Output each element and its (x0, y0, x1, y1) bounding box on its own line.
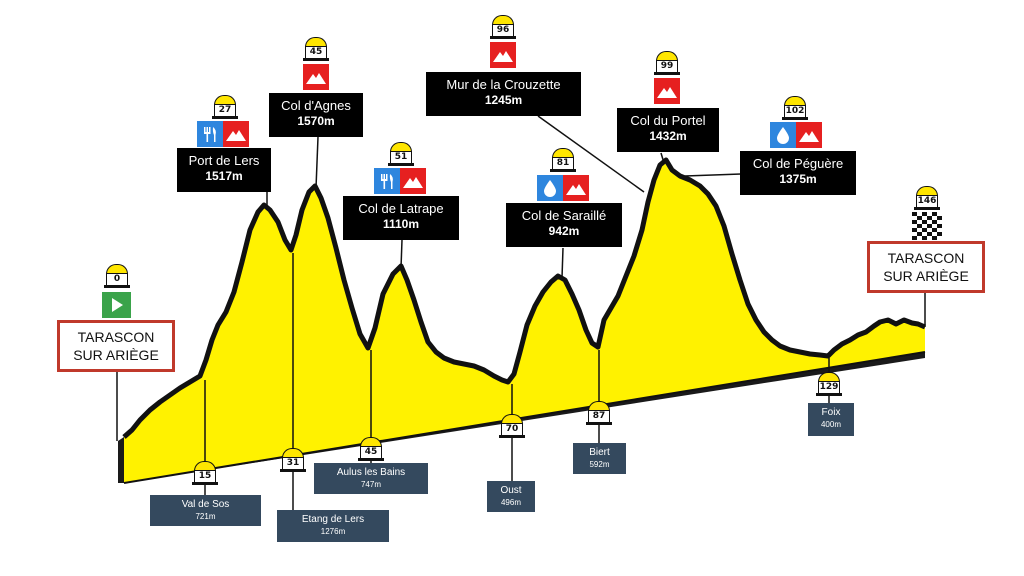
town-elevation: 592m (589, 460, 610, 469)
town-label-oust: Oust 496m (487, 481, 535, 512)
km-marker-col-de-peguere: 102 (782, 96, 808, 120)
start-town-line2: SUR ARIÈGE (73, 347, 159, 363)
km-marker-finish: 146 (914, 186, 940, 210)
town-elevation: 747m (360, 480, 381, 489)
climb-name: Col de Saraillé (521, 208, 607, 223)
km-marker-biert: 87 (586, 401, 612, 425)
climb-elevation: 1375m (779, 172, 817, 186)
km-marker-oust: 70 (499, 414, 525, 438)
climb-elevation: 1432m (649, 129, 687, 143)
climb-elevation: 942m (548, 224, 580, 238)
fork-knife-icon (197, 121, 223, 147)
town-name: Val de Sos (181, 499, 230, 510)
town-label-foix: Foix 400m (808, 403, 854, 436)
climb-elevation: 1245m (484, 93, 523, 107)
checkered-flag-icon (912, 212, 942, 240)
water-drop-icon (537, 175, 563, 201)
climb-name: Mur de la Crouzette (446, 77, 561, 92)
climb-label-col-du-portel: Col du Portel 1432m (617, 108, 719, 152)
km-marker-value: 45 (360, 446, 382, 459)
climb-elevation: 1517m (205, 169, 243, 183)
town-elevation: 721m (195, 512, 216, 521)
climb-name: Col du Portel (630, 113, 706, 128)
leader-col-du-portel (660, 152, 665, 164)
climb-label-col-de-peguere: Col de Péguère 1375m (740, 151, 856, 195)
town-label-val-de-sos: Val de Sos 721m (150, 495, 261, 526)
climb-name: Port de Lers (188, 153, 260, 168)
start-town-line1: TARASCON (77, 329, 155, 345)
climb-name: Col de Péguère (752, 156, 844, 171)
town-label-aulus-les-bains: Aulus les Bains 747m (314, 463, 428, 494)
play-icon (102, 292, 131, 318)
km-marker-port-de-lers: 27 (212, 95, 238, 119)
km-marker-foix: 129 (816, 372, 842, 396)
town-elevation: 496m (500, 498, 521, 507)
start-town-box: TARASCON SUR ARIÈGE (57, 320, 175, 372)
finish-town-box: TARASCON SUR ARIÈGE (867, 241, 985, 293)
town-name: Biert (589, 447, 610, 458)
km-marker-aulus-les-bains: 45 (358, 437, 384, 461)
town-elevation: 400m (820, 420, 841, 429)
mountain-icon (563, 175, 589, 201)
leader-col-dagnes (315, 136, 319, 189)
climb-label-col-de-saraille: Col de Saraillé 942m (506, 203, 622, 247)
climb-elevation: 1570m (297, 114, 335, 128)
climb-label-port-de-lers: Port de Lers 1517m (177, 148, 271, 192)
profile-base-shade (118, 437, 124, 483)
climb-elevation: 1110m (382, 217, 420, 231)
mountain-icon (400, 168, 426, 194)
mountain-icon (223, 121, 249, 147)
km-marker-val-de-sos: 15 (192, 461, 218, 485)
leader-mur-crouzette (537, 115, 645, 193)
climb-label-col-de-latrape: Col de Latrape 1110m (343, 196, 459, 240)
water-drop-icon (770, 122, 796, 148)
km-marker-start: 0 (104, 264, 130, 288)
km-marker-mur-de-la-crouzette: 96 (490, 15, 516, 39)
km-marker-col-de-saraille: 81 (550, 148, 576, 172)
town-name: Oust (500, 485, 522, 496)
km-marker-col-de-latrape: 51 (388, 142, 414, 166)
fork-knife-icon (374, 168, 400, 194)
town-name: Etang de Lers (301, 514, 365, 525)
finish-town-line1: TARASCON (887, 250, 965, 266)
leader-col-de-peguere (684, 173, 742, 177)
mountain-icon (654, 78, 680, 104)
climb-name: Col de Latrape (358, 201, 444, 216)
profile-bottom-edge (123, 351, 926, 484)
km-marker-etang-de-lers: 31 (280, 448, 306, 472)
mountain-icon (796, 122, 822, 148)
town-label-etang-de-lers: Etang de Lers 1276m (277, 510, 389, 542)
profile-ridge-line (122, 157, 926, 439)
km-marker-col-du-portel: 99 (654, 51, 680, 75)
elevation-profile (124, 160, 925, 483)
climb-label-mur-de-la-crouzette: Mur de la Crouzette 1245m (426, 72, 581, 116)
leader-col-de-saraille (561, 247, 564, 279)
mountain-icon (303, 64, 329, 90)
town-label-biert: Biert 592m (573, 443, 626, 474)
town-name: Aulus les Bains (336, 467, 406, 478)
climb-label-col-dagnes: Col d'Agnes 1570m (269, 93, 363, 137)
town-elevation: 1276m (320, 527, 346, 536)
climb-name: Col d'Agnes (281, 98, 351, 113)
leader-col-de-latrape (400, 239, 403, 269)
km-marker-col-dagnes: 45 (303, 37, 329, 61)
finish-town-line2: SUR ARIÈGE (883, 268, 969, 284)
town-name: Foix (821, 407, 841, 418)
mountain-icon (490, 42, 516, 68)
